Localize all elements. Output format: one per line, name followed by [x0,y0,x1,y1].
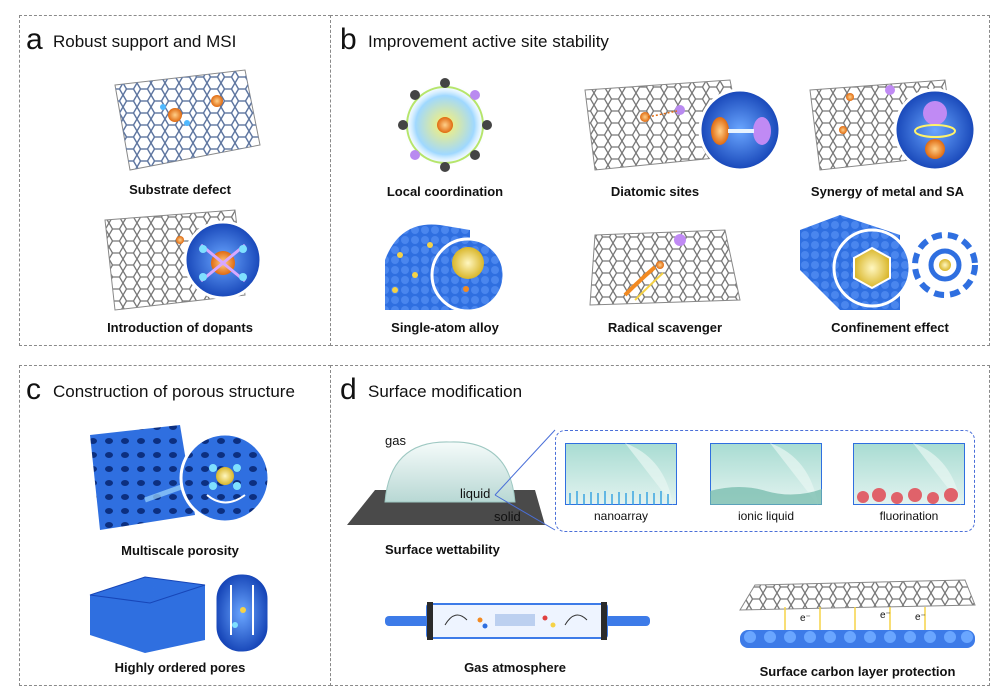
panel-d [330,365,990,686]
ionic-liquid-inset [710,443,822,505]
radical-scavenger-illustration [589,229,741,306]
label-ionic-liquid: ionic liquid [737,509,795,523]
zoom-lines [494,429,556,531]
gas-atmosphere-illustration [385,602,650,640]
panel-b [330,15,990,346]
electron-label-1: e⁻ [800,613,811,624]
single-atom-alloy-illustration [385,224,506,313]
substrate-defect-illustration [114,69,261,171]
label-fluorination: fluorination [879,509,939,523]
caption-surface-carbon-layer-protection: Surface carbon layer protection [759,664,956,679]
electron-label-2: e⁻ [880,610,891,621]
caption-synergy: Synergy of metal and SA [810,184,965,199]
panel-a-letter: a [26,23,43,56]
electron-label-3: e⁻ [915,612,926,623]
panel-d-title: Surface modification [368,382,523,401]
synergy-illustration [809,79,977,172]
confinement-illustration [800,215,978,310]
panel-c-title: Construction of porous structure [53,382,295,401]
label-liquid: liquid [460,486,491,501]
panel-b-letter: b [340,23,357,56]
caption-single-atom-alloy: Single-atom alloy [391,320,499,335]
diatomic-sites-illustration [584,79,780,172]
caption-substrate-defect: Substrate defect [129,182,231,197]
dopants-illustration [104,209,263,311]
wettability-insets-frame [555,430,975,532]
label-gas: gas [385,433,406,448]
caption-surface-wettability: Surface wettability [385,542,500,557]
nanoarray-inset [565,443,677,505]
panel-c-letter: c [26,373,41,406]
carbon-layer-illustration [739,579,976,648]
local-coordination-illustration [398,78,492,172]
droplet-illustration [347,441,545,525]
panel-a-title: Robust support and MSI [53,32,237,51]
caption-diatomic-sites: Diatomic sites [610,184,700,199]
multiscale-porosity-illustration [90,425,271,530]
caption-introduction-of-dopants: Introduction of dopants [107,320,253,335]
caption-radical-scavenger: Radical scavenger [607,320,723,335]
ordered-pores-illustration [89,571,271,655]
label-nanoarray: nanoarray [593,509,649,523]
caption-multiscale-porosity: Multiscale porosity [121,543,239,558]
caption-highly-ordered-pores: Highly ordered pores [114,660,246,675]
fluorination-inset [853,443,965,505]
caption-confinement-effect: Confinement effect [831,320,949,335]
panel-d-letter: d [340,373,357,406]
panel-b-title: Improvement active site stability [368,32,609,51]
caption-gas-atmosphere: Gas atmosphere [464,660,566,675]
label-solid: solid [494,509,521,524]
caption-local-coordination: Local coordination [386,184,504,199]
